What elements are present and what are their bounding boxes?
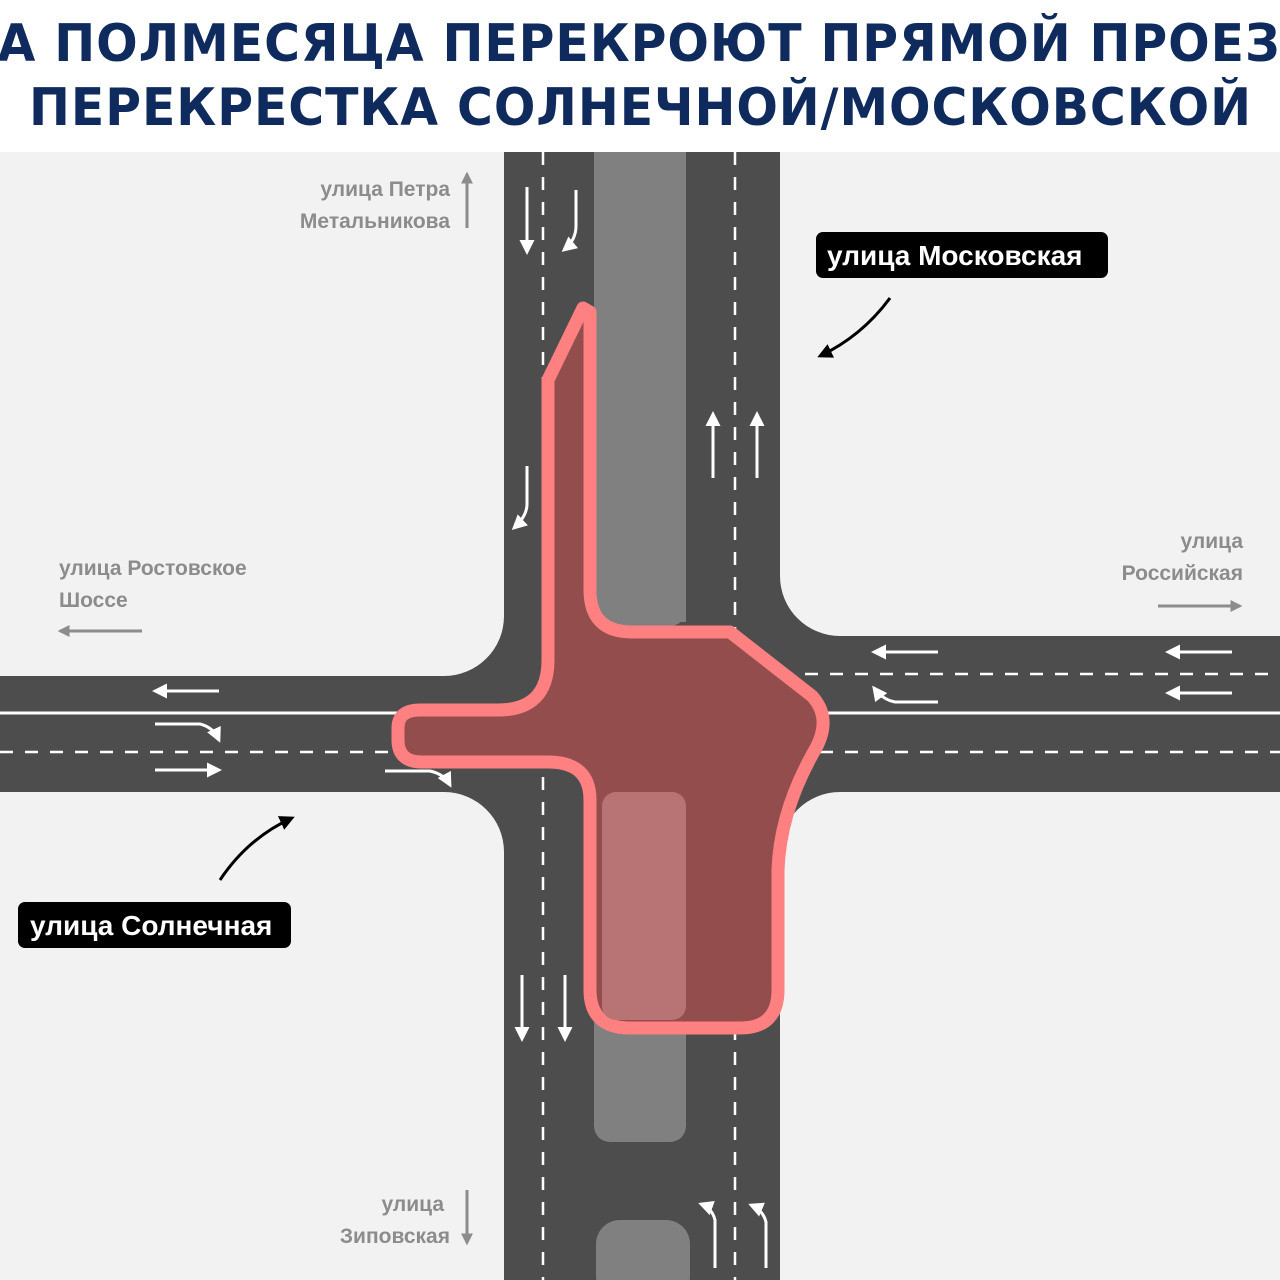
median-south-island [596,1220,690,1280]
label-rossiyskaya-2: Российская [1122,562,1243,585]
closure-median-overlay [602,792,686,1020]
label-solnechnaya: улица Солнечная [18,902,291,948]
pointer-solnechnaya [218,816,295,881]
header: НА ПОЛМЕСЯЦА ПЕРЕКРОЮТ ПРЯМОЙ ПРОЕЗД ПЕР… [0,0,1280,152]
label-rostovskoe-1: улица Ростовское [59,557,247,580]
median-north-end [594,560,686,626]
arrow-north-turn-2 [511,466,529,531]
arrow-east-turn-2 [385,769,452,788]
title-line-2: ПЕРЕКРЕСТКА СОЛНЕЧНОЙ/МОСКОВСКОЙ [28,78,1252,138]
label-moskovskaya-text: улица Московская [827,240,1083,271]
arrow-north-turn [561,190,579,252]
corner-ne [780,576,840,636]
lane-markings [0,152,1280,1280]
arrow-west-turn [872,685,938,704]
pointer-arrows [218,297,892,881]
label-metalnikova-2: Метальникова [300,210,450,233]
median-north [594,152,686,622]
label-zipovskaya-1: улица [382,1193,445,1216]
label-moskovskaya: улица Московская [816,232,1108,278]
label-metalnikova-1: улица Петра [320,178,450,201]
pointer-moskovskaya [817,297,892,358]
closure-zone [391,301,830,1035]
corner-nw [444,616,504,676]
intersection-map: улица Московская улица Солнечная улица П… [0,152,1280,1280]
label-rossiyskaya-1: улица [1181,530,1244,553]
direction-arrows [57,171,1243,1246]
arrow-south-turn-2 [748,1202,768,1268]
label-solnechnaya-text: улица Солнечная [30,910,272,941]
arrow-east-turn-1 [155,722,221,743]
arrow-south-turn-1 [698,1201,717,1268]
title-line-1: НА ПОЛМЕСЯЦА ПЕРЕКРОЮТ ПРЯМОЙ ПРОЕЗД [0,14,1280,74]
corner-sw [444,792,504,852]
label-rostovskoe-2: Шоссе [59,589,128,612]
traffic-arrows [152,187,1232,1268]
label-zipovskaya-2: Зиповская [340,1225,450,1248]
